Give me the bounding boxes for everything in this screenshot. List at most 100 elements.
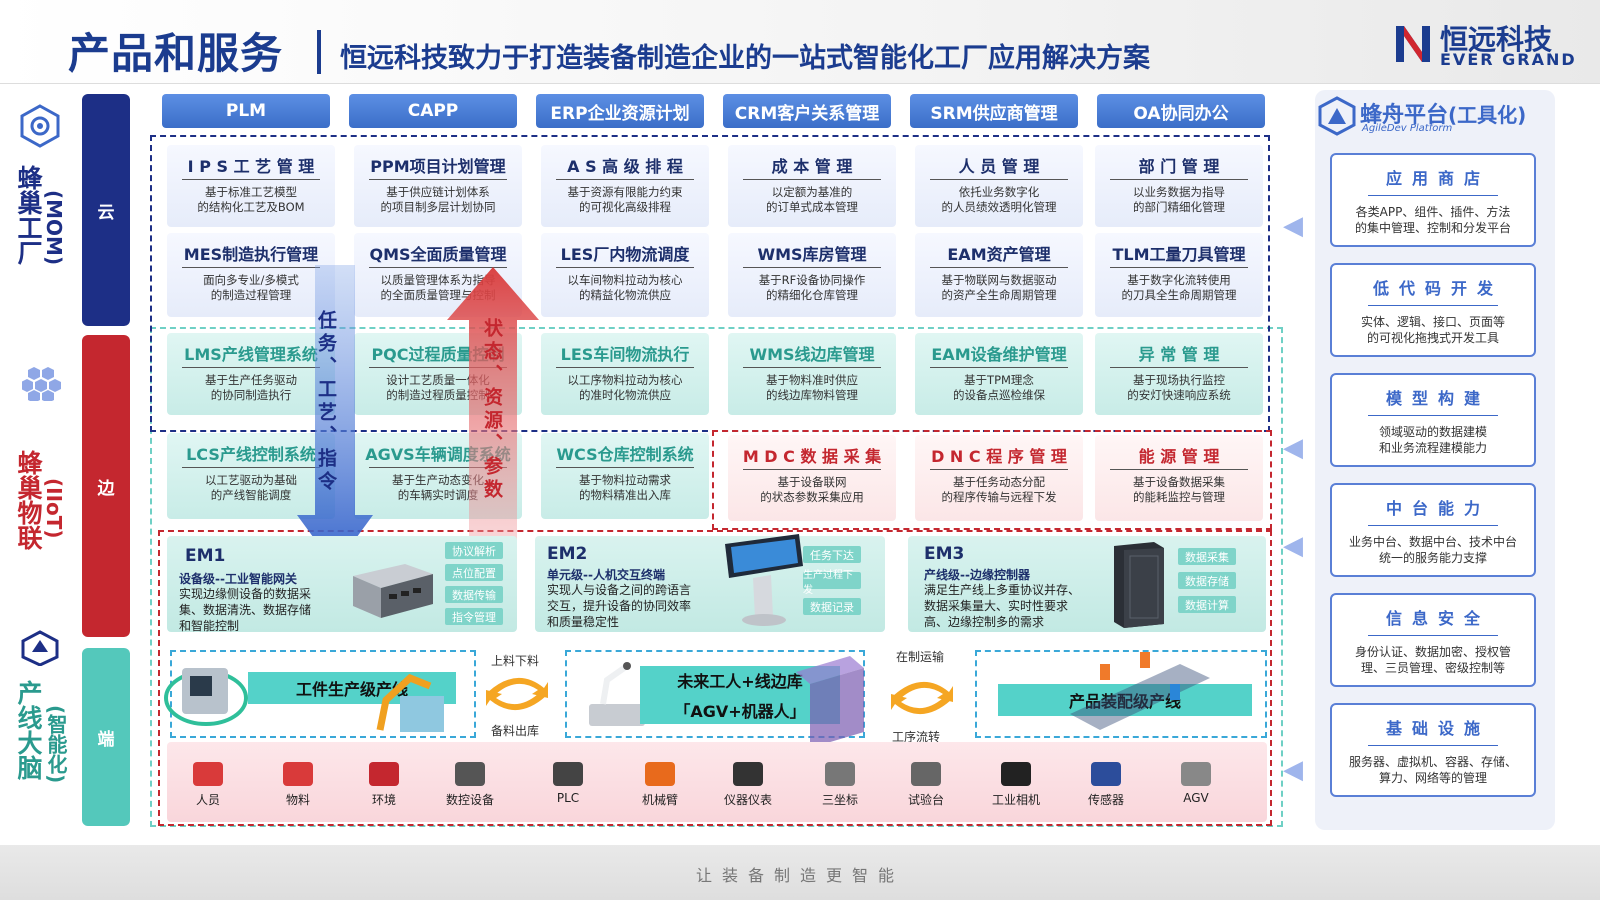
card-title: 成 本 管 理 xyxy=(771,157,853,176)
robot-arm-icon xyxy=(376,673,444,732)
cost-card[interactable]: 成 本 管 理以定额为基准的 的订单式成本管理 xyxy=(728,145,896,227)
em1-tag: 协议解析 xyxy=(445,542,503,559)
cloud-layer-frame xyxy=(150,135,1270,432)
mdc-card[interactable]: M D C 数 据 采 集基于设备联网 的状态参数采集应用 xyxy=(728,435,896,521)
device-item[interactable]: 传感器 xyxy=(1066,762,1146,808)
em2-title: EM2 xyxy=(547,544,588,564)
card-desc: 以工序物料拉动为核心 的准时化物流供应 xyxy=(567,373,683,402)
mes-card[interactable]: MES制造执行管理面向多专业/多模式 的制造过程管理 xyxy=(167,233,335,317)
company-name-en: EVER GRAND xyxy=(1440,50,1577,69)
iiot-sub-label: (IIoT) xyxy=(42,478,66,539)
wms-lineside-card[interactable]: WMS线边库管理基于物料准时供应 的线边库物料管理 xyxy=(728,333,896,415)
card-title: 部 门 管 理 xyxy=(1138,157,1220,176)
app-store-box[interactable]: 应用商店各类APP、组件、插件、方法 的集中管理、控制和分发平台 xyxy=(1330,153,1536,247)
plm-button[interactable]: PLM xyxy=(162,94,330,128)
ips-card[interactable]: I P S 工 艺 管 理基于标准工艺模型 的结构化工艺及BOM xyxy=(167,145,335,227)
device-item[interactable]: 环境 xyxy=(344,762,424,808)
edge-layer-band: 边 xyxy=(82,335,130,637)
line3-label[interactable]: 产品装配级产线 xyxy=(998,684,1252,716)
lcs-card[interactable]: LCS产线控制系统以工艺驱动为基础 的产线智能调度 xyxy=(167,433,335,519)
wms-card[interactable]: WMS库房管理基于RF设备协同操作 的精细化仓库管理 xyxy=(728,233,896,317)
lms-card[interactable]: LMS产线管理系统基于生产任务驱动 的协同制造执行 xyxy=(167,333,335,415)
assembly-line-icon xyxy=(1070,652,1210,730)
chevron-left-icon: ◀ xyxy=(1283,531,1303,561)
eam-card[interactable]: EAM资产管理基于物联网与数据驱动 的资产全生命周期管理 xyxy=(915,233,1083,317)
staff-card[interactable]: 人 员 管 理依托业务数字化 的人员绩效透明化管理 xyxy=(915,145,1083,227)
cycle-arrows-icon xyxy=(891,681,953,715)
card-title: LMS产线管理系统 xyxy=(184,345,318,364)
les-plant-card[interactable]: LES厂内物流调度以车间物料拉动为核心 的精益化物流供应 xyxy=(541,233,709,317)
iiot-frame-lower xyxy=(158,530,1272,826)
flow1-bottom-label: 备料出库 xyxy=(491,724,540,738)
platform-box-desc: 业务中台、数据中台、技术中台 统一的服务能力支撑 xyxy=(1348,535,1517,565)
device-item[interactable]: 机械臂 xyxy=(620,762,700,808)
exception-card[interactable]: 异 常 管 理基于现场执行监控 的安灯快速响应系统 xyxy=(1095,333,1263,415)
infrastructure-box[interactable]: 基础设施服务器、虚拟机、容器、存储、 算力、网络等的管理 xyxy=(1330,703,1536,797)
platform-box-desc: 服务器、虚拟机、容器、存储、 算力、网络等的管理 xyxy=(1348,755,1517,785)
as-card[interactable]: A S 高 级 排 程基于资源有限能力约束 的可视化高级排程 xyxy=(541,145,709,227)
em1-title: EM1 xyxy=(185,546,226,566)
em1-panel[interactable]: EM1 设备级--工业智能网关 实现边缘侧设备的数据采 集、数据清洗、数据存储 … xyxy=(167,536,517,633)
platform-box-desc: 领域驱动的数据建模 和业务流程建模能力 xyxy=(1378,425,1487,455)
card-title: EAM设备维护管理 xyxy=(931,345,1067,364)
device-item[interactable]: 人员 xyxy=(168,762,248,808)
device-icon xyxy=(1001,762,1031,786)
capp-button[interactable]: CAPP xyxy=(349,94,517,128)
crm-button[interactable]: CRM客户关系管理 xyxy=(723,94,891,128)
device-item[interactable]: 三坐标 xyxy=(800,762,880,808)
device-icon xyxy=(1181,762,1211,786)
wcs-card[interactable]: WCS仓库控制系统基于物料拉动需求 的物料精准出入库 xyxy=(541,433,709,519)
srm-button[interactable]: SRM供应商管理 xyxy=(910,94,1078,128)
card-desc: 基于物联网与数据驱动 的资产全生命周期管理 xyxy=(941,273,1057,302)
line2-label-a: 未来工人+线边库 xyxy=(677,672,803,691)
device-item[interactable]: AGV xyxy=(1156,762,1236,805)
device-item[interactable]: 数控设备 xyxy=(430,762,510,808)
em3-subtitle: 产线级--边缘控制器 xyxy=(924,568,1030,582)
eam-maintenance-card[interactable]: EAM设备维护管理基于TPM理念 的设备点巡检维保 xyxy=(915,333,1083,415)
platform-box-desc: 身份认证、数据加密、授权管 理、三员管理、密级控制等 xyxy=(1354,645,1511,675)
model-build-box[interactable]: 模型构建领域驱动的数据建模 和业务流程建模能力 xyxy=(1330,373,1536,467)
dnc-card[interactable]: D N C 程 序 管 理基于任务动态分配 的程序传输与远程下发 xyxy=(915,435,1083,521)
em3-panel[interactable]: EM3 产线级--边缘控制器 满足生产线上多重协议并存、 数据采集量大、实时性要… xyxy=(908,536,1266,632)
dept-card[interactable]: 部 门 管 理以业务数据为指导 的部门精细化管理 xyxy=(1095,145,1263,227)
card-title: EAM资产管理 xyxy=(947,245,1051,264)
card-title: TLM工量刀具管理 xyxy=(1112,245,1246,264)
chevron-left-icon: ◀ xyxy=(1283,755,1303,785)
down-arrow-icon xyxy=(297,265,373,567)
device-icon xyxy=(825,762,855,786)
device-item[interactable]: 仪器仪表 xyxy=(708,762,788,808)
iiot-label: 蜂巢物联 xyxy=(14,450,43,550)
page-title: 产品和服务 xyxy=(68,29,284,78)
device-item[interactable]: PLC xyxy=(528,762,608,805)
chevron-left-icon: ◀ xyxy=(1283,211,1303,241)
header-bar xyxy=(0,0,1600,84)
platform-title: 蜂舟平台(工具化) xyxy=(1360,97,1526,129)
card-title: D N C 程 序 管 理 xyxy=(931,447,1067,466)
ppm-card[interactable]: PPM项目计划管理基于供应链计划体系 的项目制多层计划协同 xyxy=(354,145,522,227)
les-workshop-card[interactable]: LES车间物流执行以工序物料拉动为核心 的准时化物流供应 xyxy=(541,333,709,415)
middle-platform-box[interactable]: 中台能力业务中台、数据中台、技术中台 统一的服务能力支撑 xyxy=(1330,483,1536,577)
device-label: 试验台 xyxy=(907,793,944,807)
flow1-top-label: 上料下料 xyxy=(491,654,540,668)
card-desc: 以车间物料拉动为核心 的精益化物流供应 xyxy=(567,273,683,302)
device-item[interactable]: 物料 xyxy=(258,762,338,808)
platform-box-title: 应用商店 xyxy=(1385,169,1490,188)
low-code-box[interactable]: 低代码开发实体、逻辑、接口、页面等 的可视化拖拽式开发工具 xyxy=(1330,263,1536,357)
tlm-card[interactable]: TLM工量刀具管理基于数字化流转使用 的刀具全生命周期管理 xyxy=(1095,233,1263,317)
platform-box-title: 低代码开发 xyxy=(1372,279,1503,298)
footer-slogan: 让装备制造更智能 xyxy=(695,866,904,885)
device-row xyxy=(167,742,1267,822)
device-item[interactable]: 工业相机 xyxy=(976,762,1056,808)
warehouse-shelf-icon xyxy=(796,656,864,748)
end-layer-label: 端 xyxy=(97,729,115,750)
em2-panel[interactable]: EM2 单元级--人机交互终端 实现人与设备之间的跨语言 交互，提升设备的协同效… xyxy=(535,534,885,632)
info-security-box[interactable]: 信息安全身份认证、数据加密、授权管 理、三员管理、密级控制等 xyxy=(1330,593,1536,687)
energy-card[interactable]: 能 源 管 理基于设备数据采集 的能耗监控与管理 xyxy=(1095,435,1263,521)
erp-button[interactable]: ERP企业资源计划 xyxy=(536,94,704,128)
device-item[interactable]: 试验台 xyxy=(886,762,966,808)
card-title: A S 高 级 排 程 xyxy=(567,157,683,176)
device-label: PLC xyxy=(556,791,580,805)
oa-button[interactable]: OA协同办公 xyxy=(1097,94,1265,128)
device-label: 数控设备 xyxy=(445,793,494,807)
device-icon xyxy=(553,762,583,786)
